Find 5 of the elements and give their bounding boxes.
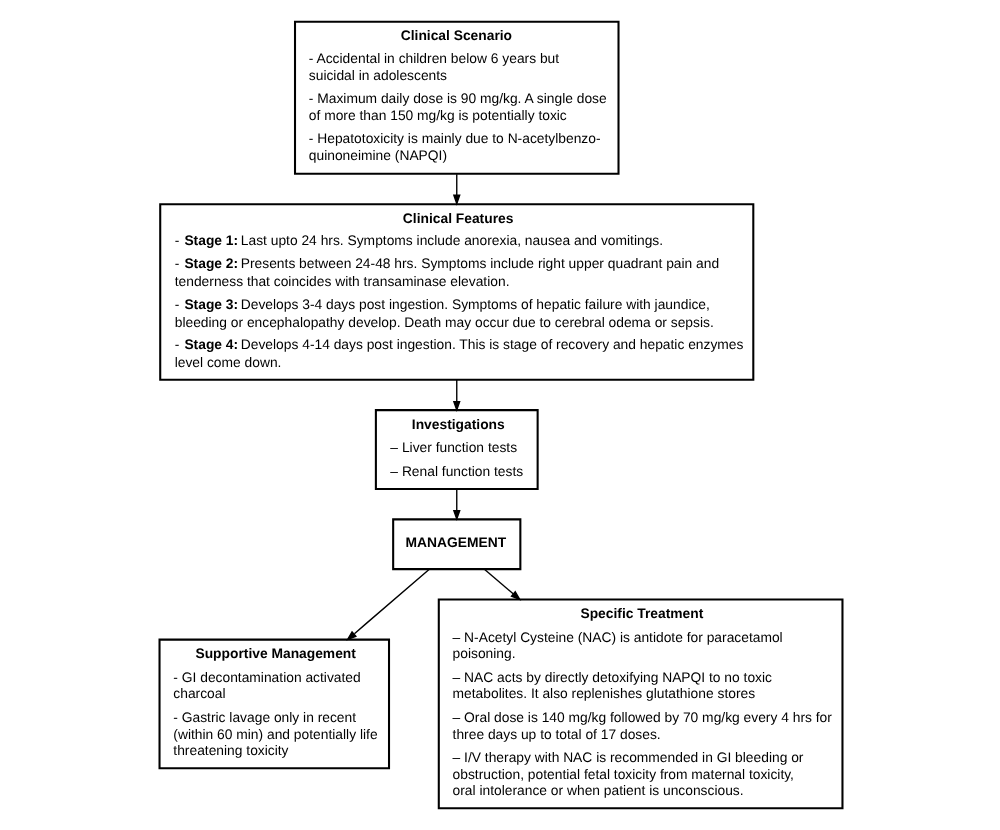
arrow (451, 379, 460, 413)
arrow (451, 173, 460, 206)
arrow (483, 568, 521, 601)
arrow (345, 568, 429, 641)
arrow (451, 488, 460, 522)
